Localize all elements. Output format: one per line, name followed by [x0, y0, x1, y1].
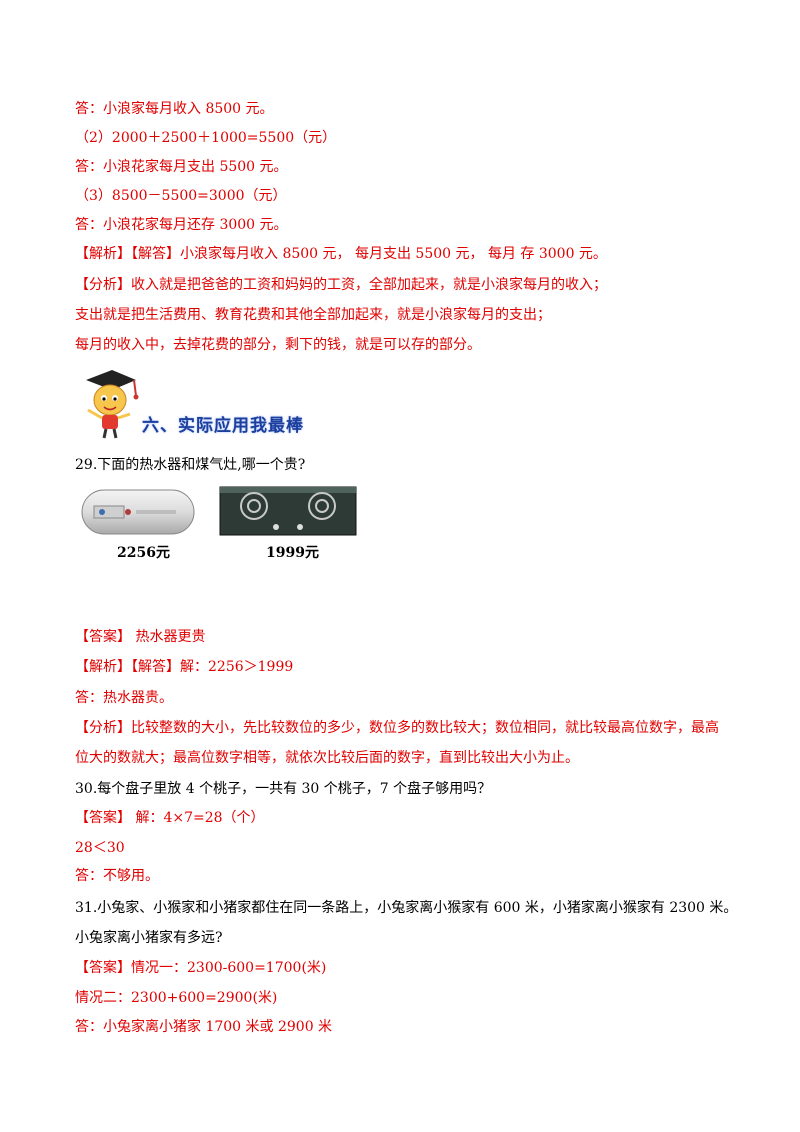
water-heater-image — [81, 489, 195, 535]
reply-31: 答：小兔家离小猪家 1700 米或 2900 米 — [75, 1019, 333, 1035]
gas-stove-price: 1999元 — [266, 545, 319, 561]
explanation-29: 【解析】【解答】解：2256＞1999 — [75, 659, 294, 675]
doctor-cap-mascot-icon — [86, 370, 139, 439]
answer-line-expense: 答：小浪花家每月支出 5500 元。 — [75, 159, 288, 175]
question-31-line-2: 小兔家离小猪家有多远? — [75, 930, 223, 946]
question-29: 29.下面的热水器和煤气灶,哪一个贵? — [75, 457, 306, 473]
answer-29: 【答案】 热水器更贵 — [75, 629, 206, 645]
analysis-line-3: 每月的收入中，去掉花费的部分，剩下的钱，就是可以存的部分。 — [75, 337, 481, 353]
answer-30: 【答案】 解：4×7=28（个） — [75, 810, 265, 826]
water-heater-price: 2256元 — [117, 545, 170, 561]
question-30: 30.每个盘子里放 4 个桃子，一共有 30 个桃子，7 个盘子够用吗？ — [75, 781, 492, 797]
analysis-29-line-2: 位大的数就大；最高位数字相等，就依次比较后面的数字，直到比较出大小为止。 — [75, 750, 579, 766]
answer-line-saving: 答：小浪花家每月还存 3000 元。 — [75, 217, 288, 233]
analysis-line-2: 支出就是把生活费用、教育花费和其他全部加起来，就是小浪家每月的支出； — [75, 307, 551, 323]
gas-stove-image — [219, 486, 357, 536]
answer-31: 【答案】情况一：2300-600=1700(米) — [75, 960, 327, 976]
calc-line-expense: （2）2000＋2500＋1000=5500（元） — [75, 130, 337, 146]
reply-29: 答：热水器贵。 — [75, 690, 173, 706]
question-31-line-1: 31.小兔家、小猴家和小猪家都住在同一条路上，小兔家离小猴家有 600 米，小猪… — [75, 900, 738, 916]
analysis-29-line-1: 【分析】比较整数的大小，先比较数位的多少，数位多的数比较大；数位相同，就比较最高… — [75, 720, 719, 736]
compare-30: 28＜30 — [75, 840, 125, 856]
section-title: 六、实际应用我最棒 — [142, 416, 304, 436]
calc-line-saving: （3）8500－5500=3000（元） — [75, 188, 287, 204]
explanation-line: 【解析】【解答】小浪家每月收入 8500 元， 每月支出 5500 元， 每月 … — [75, 246, 607, 262]
analysis-line-1: 【分析】收入就是把爸爸的工资和妈妈的工资，全部加起来，就是小浪家每月的收入； — [75, 277, 607, 293]
answer-line-income: 答：小浪家每月收入 8500 元。 — [75, 101, 274, 117]
case2-31: 情况二：2300+600=2900(米) — [75, 990, 278, 1006]
reply-30: 答：不够用。 — [75, 868, 159, 884]
